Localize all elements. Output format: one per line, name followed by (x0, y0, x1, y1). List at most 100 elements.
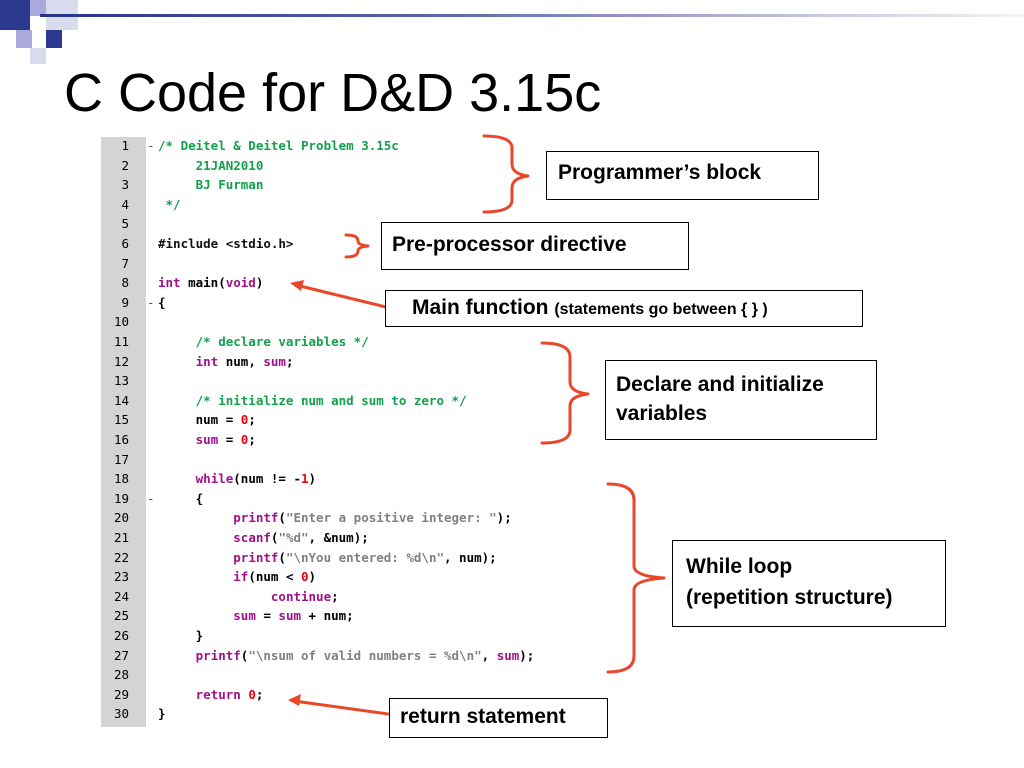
code-token: ; (331, 588, 339, 604)
code-token: printf (233, 510, 279, 526)
code-token: sum (496, 647, 520, 663)
line-number: 4 (121, 196, 129, 212)
code-token: sum (263, 353, 286, 369)
line-number: 10 (113, 314, 129, 330)
arrow-main-function (294, 283, 388, 309)
line-number: 19 (113, 490, 129, 506)
corner-square-lilac (30, 0, 46, 16)
code-token: scanf (233, 530, 271, 545)
annotation-declare-line2: variables (616, 402, 708, 425)
code-line: int main(void) (158, 275, 263, 291)
annotation-main-function-text: Main function (412, 296, 549, 319)
line-number: 3 (121, 177, 129, 193)
code-token: { (158, 294, 166, 310)
code-line: int num, sum; (158, 353, 294, 370)
code-token: , (481, 647, 497, 663)
fold-marker[interactable]: - (147, 138, 155, 153)
code-token: ( (278, 510, 286, 526)
line-number: 29 (113, 686, 129, 702)
annotation-while-line1: While loop (686, 555, 793, 578)
code-line: { (158, 490, 204, 507)
annotation-preprocessor: Pre-processor directive (381, 222, 689, 270)
code-line: while(num != -1) (158, 471, 316, 487)
code-token: printf (195, 647, 241, 663)
annotation-while-line2: (repetition structure) (686, 586, 893, 609)
bracket-preprocessor (344, 233, 370, 259)
code-token: ); (519, 647, 535, 663)
line-number: 14 (113, 392, 129, 408)
code-line: sum = sum + num; (158, 608, 354, 624)
arrowhead-main-function (290, 280, 304, 291)
code-line: } (158, 706, 166, 722)
code-token: return (195, 686, 241, 702)
code-token: 0 (301, 569, 309, 585)
corner-square-navy-2 (46, 30, 62, 48)
code-token: sum (195, 432, 219, 447)
line-number: 27 (113, 647, 129, 663)
line-number: 18 (113, 471, 129, 487)
line-number: 13 (113, 373, 129, 389)
line-number: 22 (113, 549, 129, 565)
code-token: sum (233, 608, 256, 624)
code-line: sum = 0; (158, 432, 256, 448)
line-number: 6 (121, 236, 129, 251)
code-line: printf("\nYou entered: %d\n", num); (158, 549, 497, 566)
code-line: printf("Enter a positive integer: "); (158, 510, 511, 526)
annotation-return-statement: return statement (389, 698, 608, 738)
code-token: 0 (240, 412, 249, 428)
arrow-return (292, 699, 390, 716)
code-token: } (158, 706, 166, 722)
code-token: ; (285, 353, 294, 369)
line-number: 8 (121, 275, 129, 291)
code-line: /* Deitel & Deitel Problem 3.15c (158, 138, 399, 154)
line-number: 5 (121, 216, 129, 232)
code-line: /* declare variables */ (158, 334, 369, 350)
line-number: 11 (113, 334, 129, 349)
line-number: 9 (121, 294, 129, 310)
code-line: /* initialize num and sum to zero */ (158, 393, 467, 409)
line-number: 1 (121, 138, 129, 153)
code-token: "%d" (278, 530, 309, 545)
code-token: 21JAN2010 (158, 157, 264, 173)
line-number: 2 (121, 157, 129, 173)
code-token: num, (218, 353, 264, 369)
code-line: printf("\nsum of valid numbers = %d\n", … (158, 647, 535, 664)
line-number: 21 (113, 530, 129, 545)
code-line: */ (158, 197, 181, 213)
line-number: 26 (113, 628, 129, 643)
code-token: , num); (444, 549, 497, 565)
code-token: 0 (240, 432, 249, 447)
code-token: ; (248, 412, 256, 428)
code-token: void (225, 275, 256, 291)
code-token: ) (308, 471, 317, 487)
code-token: 0 (248, 686, 256, 702)
annotation-declare-line1: Declare and initialize (616, 373, 824, 396)
line-number: 25 (113, 608, 129, 624)
code-token: ; (248, 432, 256, 447)
code-line: return 0; (158, 686, 264, 703)
code-token: BJ Furman (158, 177, 264, 193)
code-token: (num < (248, 569, 302, 585)
code-token: main( (180, 275, 226, 291)
annotation-preprocessor-text: Pre-processor directive (392, 233, 627, 256)
annotation-while-loop: While loop (repetition structure) (672, 540, 946, 627)
fold-marker[interactable]: - (147, 294, 155, 310)
code-token: */ (158, 196, 181, 212)
code-token: /* Deitel & Deitel Problem 3.15c (158, 138, 399, 153)
bracket-programmers-block (482, 134, 530, 214)
code-token: /* declare variables */ (158, 334, 369, 349)
corner-square-lilac-2 (16, 30, 32, 48)
annotation-return-text: return statement (400, 705, 566, 728)
code-token: while (195, 471, 234, 487)
line-number: 16 (113, 432, 129, 447)
code-token: ( (278, 549, 286, 565)
fold-marker[interactable]: - (147, 490, 155, 506)
code-token: = (218, 432, 241, 447)
code-line: BJ Furman (158, 177, 264, 193)
code-token: { (158, 490, 204, 506)
code-token: , &num); (308, 530, 369, 545)
arrowhead-return (288, 694, 301, 706)
code-token: + num; (301, 608, 354, 624)
code-token: ) (255, 275, 264, 291)
